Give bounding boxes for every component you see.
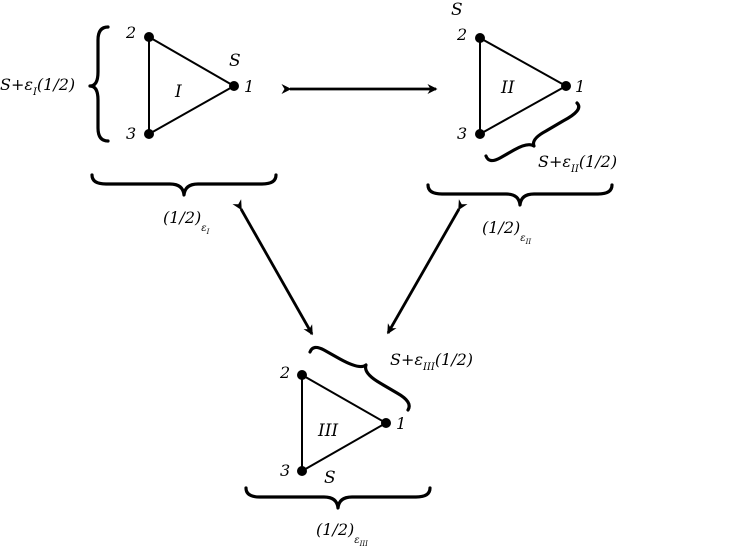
triangle-III-base-label: (1/2)εIII [316, 520, 368, 548]
triangle-II-s-label: S [451, 0, 463, 20]
triangle-I: 2 1 3 S I [125, 23, 254, 143]
triangle-II-vertex-1 [561, 81, 571, 91]
triangle-II-base-label: (1/2)εII [482, 218, 531, 246]
triangle-I-side-label: S+εI(1/2) [0, 75, 75, 98]
triangle-III-base-brace [244, 486, 432, 510]
triangle-I-edges [148, 35, 237, 136]
triangle-III-label-2: 2 [279, 363, 290, 382]
triangle-III-side-brace [308, 345, 411, 412]
triangle-III-vertex-1 [381, 418, 391, 428]
triangle-II-label-3: 3 [457, 124, 467, 143]
triangle-II-vertex-2 [475, 33, 485, 43]
triangle-I-vertex-2 [144, 32, 154, 42]
triangle-II-label-1: 1 [575, 77, 585, 96]
triangle-I-name: I [174, 82, 182, 102]
triangle-II-side-label: S+εII(1/2) [538, 152, 617, 175]
triangle-II: 2 1 3 S II [451, 0, 585, 143]
triangle-I-base-brace [90, 173, 278, 197]
triangle-II-side-brace [484, 101, 581, 163]
triangle-III-side-label: S+εIII(1/2) [390, 350, 473, 373]
triangle-III: 2 1 3 S III [279, 363, 406, 488]
triangle-II-base-brace [426, 183, 614, 207]
triangle-II-label-2: 2 [456, 25, 467, 44]
triangle-I-label-1: 1 [244, 77, 254, 96]
triangle-III-edges [301, 373, 389, 473]
triangle-I-s-label: S [229, 51, 241, 71]
triangle-III-vertex-3 [297, 466, 307, 476]
triangle-III-s-label: S [324, 468, 336, 488]
triangle-II-name: II [500, 78, 515, 98]
triangle-I-base-label: (1/2)εI [163, 208, 210, 236]
triangle-I-label-2: 2 [125, 23, 136, 42]
triangle-II-vertex-3 [475, 129, 485, 139]
triangle-III-vertex-2 [297, 370, 307, 380]
triangle-I-label-3: 3 [126, 124, 136, 143]
triangle-I-side-brace [88, 25, 110, 143]
arrow-I-III [232, 199, 314, 336]
arrow-II-III [386, 199, 468, 335]
triangle-III-name: III [317, 421, 338, 441]
triangle-I-vertex-1 [229, 81, 239, 91]
triangle-III-label-1: 1 [396, 414, 406, 433]
triangle-I-vertex-3 [144, 129, 154, 139]
triangle-III-label-3: 3 [280, 461, 290, 480]
triangle-II-edges [479, 36, 569, 136]
